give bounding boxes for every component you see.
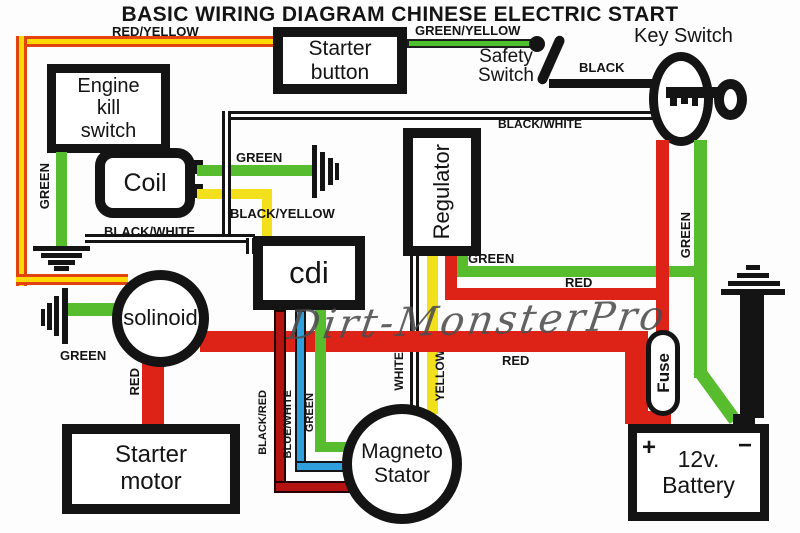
wire-label-black: BLACK — [579, 60, 625, 75]
wire-blue-white-h — [295, 461, 347, 472]
wire-green-cdi-v — [315, 310, 326, 452]
wire-red-yellow-top — [16, 36, 276, 47]
wire-label-black-white-top: BLACK/WHITE — [498, 117, 582, 131]
wire-black-white-top — [222, 111, 658, 120]
ground-icon — [721, 289, 785, 295]
starter-button-box: Starter button — [273, 27, 407, 94]
wire-black-white-vertical — [222, 111, 231, 243]
wire-label-green-key: GREEN — [678, 212, 693, 259]
wire-label-green-coil: GREEN — [236, 150, 283, 165]
wire-label-yellow: YELLOW — [433, 350, 447, 402]
ground-icon — [47, 303, 52, 330]
wire-green-solenoid — [66, 303, 116, 316]
ground-icon — [728, 281, 780, 286]
ground-icon — [335, 163, 339, 180]
wire-green-coil — [197, 165, 314, 176]
fuse-icon: Fuse — [646, 330, 680, 416]
ground-icon — [312, 145, 317, 198]
key-switch-label: Key Switch — [634, 25, 733, 47]
wire-black-safety-to-key — [549, 79, 657, 88]
wire-label-green-cdi: GREEN — [304, 393, 316, 433]
wire-green-regulator-stub — [457, 256, 468, 270]
wire-green-cdi-h — [315, 442, 347, 452]
ground-icon — [746, 265, 760, 270]
safety-switch-contact-dot — [529, 36, 545, 52]
coil-box: Coil — [95, 148, 195, 218]
wire-label-red-yellow: RED/YELLOW — [112, 24, 199, 39]
ground-icon — [33, 246, 90, 251]
wire-label-red-main: RED — [502, 353, 530, 368]
key-head-icon — [714, 79, 747, 120]
solenoid-circle: solinoid — [112, 270, 209, 367]
wire-label-red-regulator: RED — [565, 275, 593, 290]
wire-green-kill-switch — [56, 152, 67, 248]
diagram-title: BASIC WIRING DIAGRAM CHINESE ELECTRIC ST… — [121, 3, 679, 26]
wire-label-green-kill: GREEN — [37, 163, 52, 210]
wire-red-regulator — [445, 288, 663, 300]
ground-icon — [54, 266, 69, 271]
regulator-label: Regulator — [429, 144, 454, 240]
battery-terminal-negative — [733, 414, 755, 426]
ground-icon — [328, 158, 333, 185]
wire-label-black-white-left: BLACK/WHITE — [104, 224, 195, 239]
key-tooth-icon — [681, 97, 688, 104]
wire-red-main-down — [625, 331, 648, 423]
wire-red-key-to-fuse — [656, 140, 669, 336]
wire-blue-white-v — [295, 310, 306, 472]
ground-icon — [62, 288, 68, 344]
magneto-stator-circle: Magneto Stator — [342, 404, 462, 524]
key-tooth-icon — [692, 97, 698, 106]
wire-green-regulator — [457, 266, 707, 277]
wire-label-black-red: BLACK/RED — [257, 390, 269, 455]
cdi-box: cdi — [253, 236, 365, 310]
wire-black-white-left — [85, 234, 255, 243]
wire-black-red-h — [274, 481, 354, 493]
ground-icon — [48, 260, 75, 265]
wire-label-white: WHITE — [392, 352, 406, 391]
wire-label-green-regulator: GREEN — [468, 251, 515, 266]
wire-red-solenoid-to-motor — [142, 360, 164, 430]
wire-red-main — [200, 331, 648, 352]
wire-label-green-yellow: GREEN/YELLOW — [415, 23, 521, 38]
fuse-label: Fuse — [653, 353, 673, 393]
ground-icon — [41, 253, 82, 258]
wire-label-blue-white: BLUE/WHITE — [282, 390, 294, 459]
wire-red-yellow-bottom — [16, 274, 128, 285]
regulator-box: Regulator — [403, 128, 481, 256]
key-blade-icon — [666, 87, 724, 98]
wire-yellow-coil-h — [197, 189, 272, 199]
ground-icon — [320, 152, 325, 191]
engine-kill-switch-box: Engine kill switch — [47, 64, 170, 153]
wire-red-yellow-left — [16, 36, 27, 286]
battery-plus-sign: + — [642, 434, 657, 461]
ground-icon — [41, 309, 45, 326]
ground-icon — [54, 296, 59, 336]
battery-box: 12v. Battery — [628, 424, 769, 521]
wire-yellow-coil-v — [262, 189, 272, 246]
wire-black-ground-to-battery — [740, 294, 764, 418]
ground-icon — [737, 273, 769, 278]
battery-minus-sign: − — [738, 432, 753, 459]
wire-green-key-vertical — [694, 140, 707, 378]
key-tooth-icon — [670, 97, 677, 106]
wire-label-black-yellow: BLACK/YELLOW — [230, 206, 335, 221]
safety-switch-label: Safety Switch — [478, 46, 534, 87]
starter-motor-box: Starter motor — [62, 424, 240, 514]
wire-label-green-solenoid: GREEN — [60, 348, 107, 363]
wire-red-regulator-stub — [445, 256, 457, 296]
wire-label-red-solenoid: RED — [127, 368, 142, 396]
